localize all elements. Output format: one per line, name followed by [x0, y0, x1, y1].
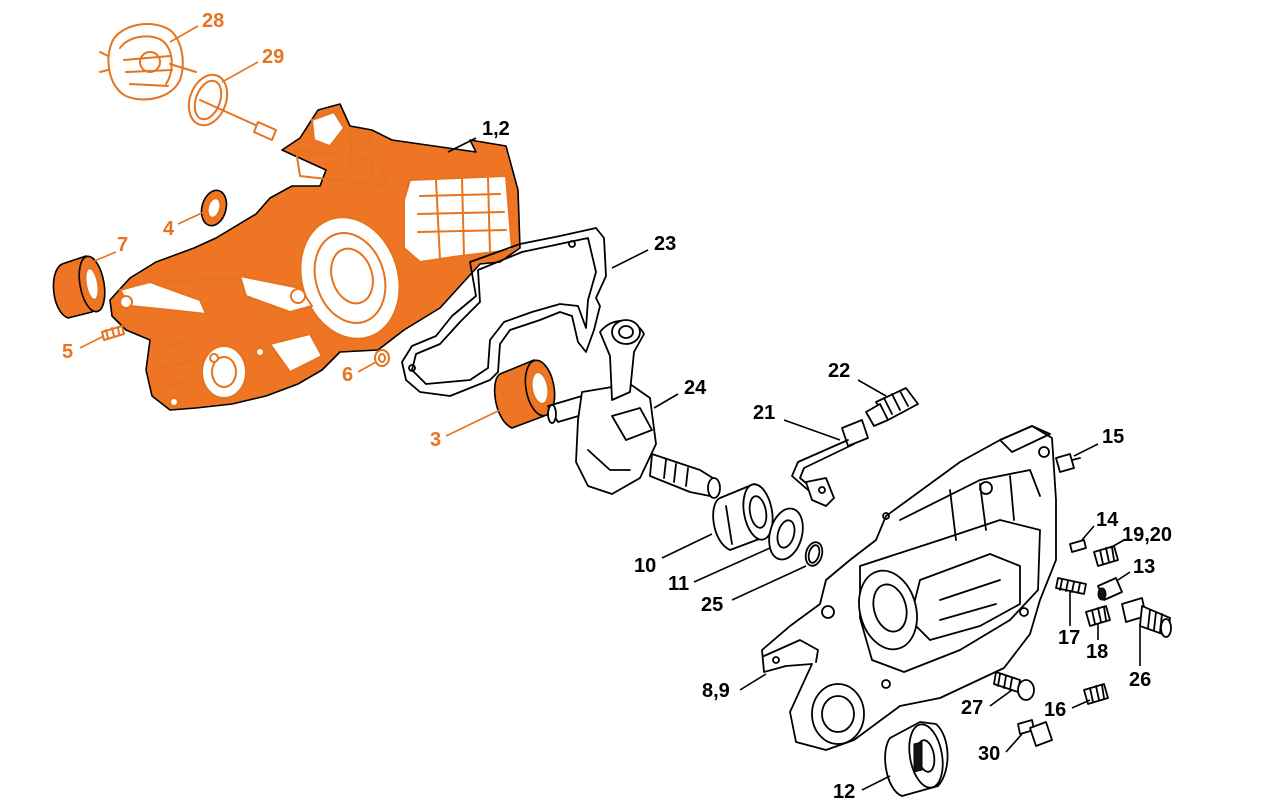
leader-5 — [79, 335, 105, 349]
leader-27 — [989, 689, 1013, 707]
callout-5: 5 — [62, 341, 73, 363]
part-24-crankshaft — [547, 319, 721, 499]
callout-10: 10 — [634, 555, 656, 577]
callout-13: 13 — [1133, 556, 1155, 578]
part-16-screw — [1083, 683, 1109, 705]
leader-8-9 — [739, 673, 767, 691]
leader-4 — [177, 211, 205, 225]
callout-29: 29 — [262, 46, 284, 68]
leader-1-2 — [447, 137, 477, 153]
leader-7 — [91, 251, 117, 263]
leader-29 — [221, 61, 259, 83]
part-26-collar-stud — [1121, 597, 1172, 638]
part-1-2-crankcase-left — [109, 103, 521, 411]
leader-19-20 — [1109, 539, 1125, 549]
leader-6 — [357, 361, 377, 373]
leader-13 — [1117, 571, 1131, 581]
part-21-rod — [791, 419, 869, 507]
leader-28 — [169, 25, 199, 43]
leader-21 — [783, 419, 841, 441]
leader-24 — [653, 393, 679, 409]
leader-30 — [1005, 733, 1023, 753]
leader-16 — [1071, 699, 1091, 709]
part-11-oil-seal — [768, 507, 804, 561]
part-12-buffer — [884, 721, 949, 797]
part-6-sleeve — [374, 349, 390, 367]
part-10-ball-bearing — [712, 483, 774, 551]
leader-12 — [861, 775, 891, 791]
callout-18: 18 — [1086, 641, 1108, 663]
callout-27: 27 — [961, 697, 983, 719]
callout-7: 7 — [117, 234, 128, 256]
part-22-screw — [865, 387, 919, 427]
leader-lines — [79, 25, 1141, 791]
callout-22: 22 — [828, 360, 850, 382]
callout-8-9: 8,9 — [702, 680, 730, 702]
leader-10 — [661, 533, 713, 559]
callout-30: 30 — [978, 743, 1000, 765]
leader-23 — [611, 249, 649, 269]
leader-11 — [693, 547, 771, 583]
part-30-screw — [1017, 719, 1053, 747]
callout-14: 14 — [1096, 509, 1119, 531]
part-28-fitting — [99, 23, 197, 101]
part-3-ball-bearing — [493, 359, 556, 429]
leader-15 — [1073, 443, 1099, 457]
callout-6: 6 — [342, 364, 353, 386]
part-23-gasket — [401, 227, 607, 397]
callout-26: 26 — [1129, 669, 1151, 691]
part-4-seal — [200, 189, 228, 227]
leader-3 — [445, 409, 501, 437]
part-15-screw — [1055, 453, 1081, 473]
part-5-screw — [101, 325, 125, 341]
callout-28: 28 — [202, 10, 224, 32]
leader-14 — [1081, 525, 1095, 541]
part-7-bushing — [52, 255, 106, 319]
leader-25 — [731, 565, 807, 601]
callout-17: 17 — [1058, 627, 1080, 649]
callout-15: 15 — [1102, 426, 1124, 448]
callout-4: 4 — [163, 218, 175, 240]
part-18-screw — [1085, 605, 1111, 627]
leader-22 — [857, 379, 887, 397]
callout-1-2: 1,2 — [482, 118, 510, 140]
part-29-o-ring — [187, 73, 277, 141]
callout-16: 16 — [1044, 699, 1066, 721]
callout-3: 3 — [430, 429, 441, 451]
callout-24: 24 — [684, 377, 707, 399]
callout-25: 25 — [701, 594, 723, 616]
part-8-9-crankcase-right — [761, 425, 1057, 751]
part-19-20-stud — [1093, 545, 1119, 567]
callout-11: 11 — [668, 573, 689, 595]
callout-12: 12 — [833, 781, 855, 803]
part-13-nut — [1097, 577, 1123, 601]
callout-labels: 28 29 1,2 4 7 23 5 6 3 24 22 21 15 14 19… — [62, 10, 1172, 803]
part-17-stud — [1055, 577, 1087, 595]
callout-21: 21 — [753, 402, 775, 424]
part-27-screw — [993, 671, 1035, 701]
part-14-pin — [1069, 539, 1087, 553]
callout-19-20: 19,20 — [1122, 524, 1172, 546]
part-25-o-ring — [804, 541, 824, 567]
callout-23: 23 — [654, 233, 676, 255]
